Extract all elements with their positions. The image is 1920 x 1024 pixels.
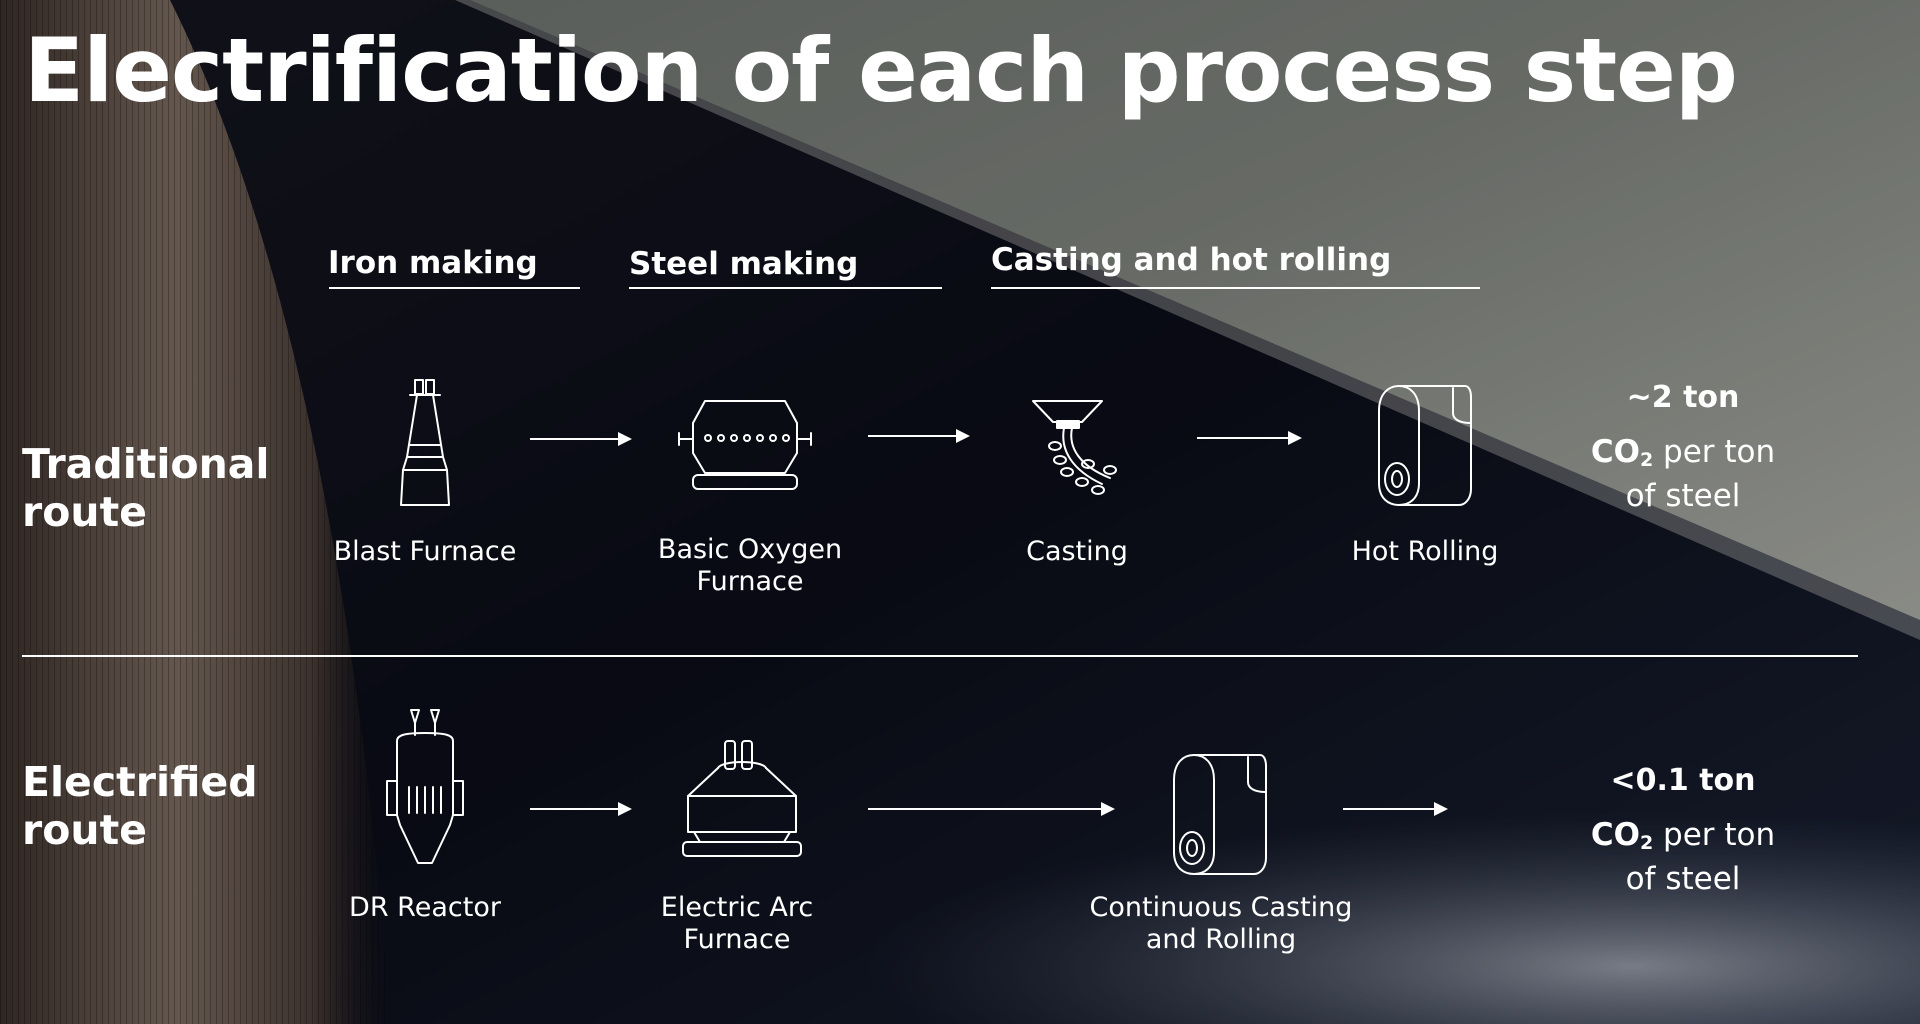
emission-amount: ~2 ton	[1626, 380, 1740, 415]
blast-furnace-icon	[400, 379, 450, 506]
route-divider	[22, 655, 1858, 657]
emission-traditional: ~2 ton CO2 per ton of steel	[1563, 380, 1803, 514]
route-label-traditional: Traditional route	[22, 440, 270, 536]
stage-header-underline	[629, 287, 942, 289]
step-label-blast-furnace: Blast Furnace	[333, 536, 517, 567]
emission-electrified: <0.1 ton CO2 per ton of steel	[1563, 763, 1803, 897]
process-arrow	[530, 802, 632, 816]
stage-header-iron-making: Iron making	[328, 245, 538, 281]
step-label-continuous-casting-rolling: Continuous Casting and Rolling	[1089, 892, 1353, 955]
basic-oxygen-furnace-icon	[678, 400, 812, 490]
stage-header-casting-hot-rolling: Casting and hot rolling	[991, 242, 1392, 278]
step-label-casting: Casting	[1026, 536, 1128, 567]
process-arrow	[868, 429, 970, 443]
process-arrow	[1343, 802, 1448, 816]
step-label-electric-arc-furnace: Electric Arc Furnace	[660, 892, 814, 955]
stage-header-underline	[329, 287, 580, 289]
emission-amount: <0.1 ton	[1610, 763, 1756, 798]
stage-header-steel-making: Steel making	[629, 246, 859, 282]
step-label-hot-rolling: Hot Rolling	[1351, 536, 1499, 567]
process-arrow	[1197, 431, 1302, 445]
dr-reactor-icon	[386, 709, 464, 864]
step-label-dr-reactor: DR Reactor	[349, 892, 501, 923]
route-label-electrified: Electrified route	[22, 758, 258, 854]
stage-header-underline	[991, 287, 1480, 289]
continuous-casting-rolling-icon	[1173, 754, 1267, 875]
hot-rolling-icon	[1378, 385, 1472, 506]
process-arrow	[530, 432, 632, 446]
casting-icon	[1032, 400, 1117, 495]
step-label-basic-oxygen-furnace: Basic Oxygen Furnace	[657, 534, 843, 597]
electric-arc-furnace-icon	[682, 740, 802, 857]
process-arrow	[868, 802, 1115, 816]
page-title: Electrification of each process step	[24, 19, 1738, 122]
